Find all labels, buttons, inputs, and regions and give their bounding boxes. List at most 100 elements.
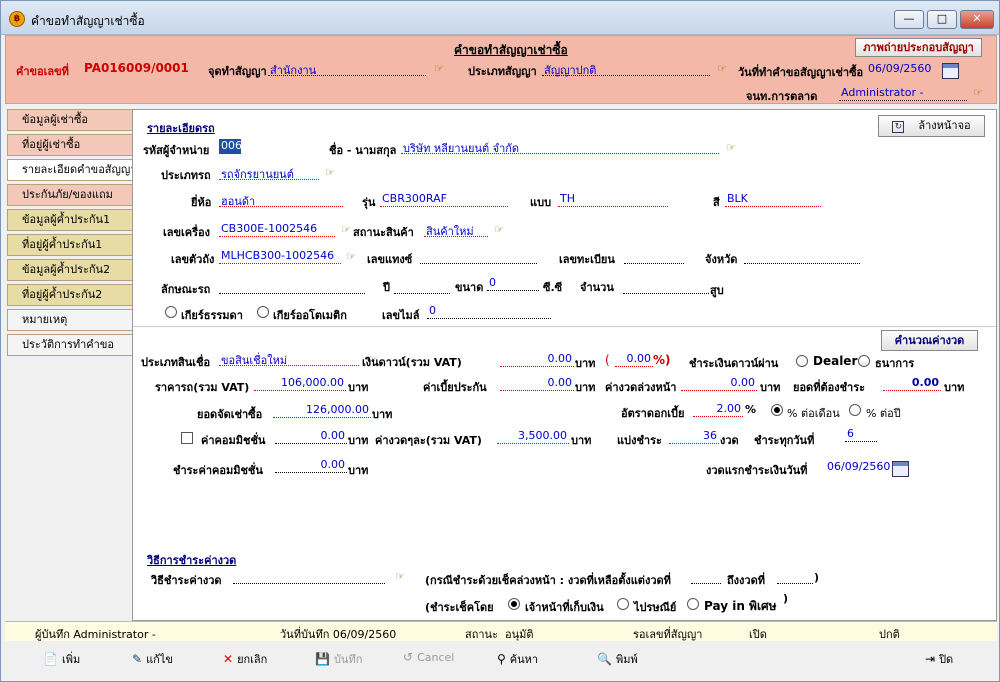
- mileage-label: เลขไมล์: [382, 309, 420, 322]
- cheque-officer-radio[interactable]: [508, 598, 520, 610]
- loan-type-field[interactable]: ขอสินเชื่อใหม่: [219, 351, 359, 367]
- tab-guarantor2-address[interactable]: ที่อยู่ผู้ค้ำประกัน2: [7, 284, 133, 306]
- add-button[interactable]: 📄เพิ่ม: [43, 650, 80, 668]
- mileage-field[interactable]: 0: [427, 304, 551, 319]
- lookup-hand-icon[interactable]: ☞: [717, 62, 727, 75]
- size-field[interactable]: 0: [487, 276, 539, 291]
- body-type-field[interactable]: [219, 279, 365, 294]
- pay-down-company-radio[interactable]: [858, 355, 870, 367]
- chassis-no-field[interactable]: MLHCB300-1002546: [219, 249, 341, 264]
- down-percent-field[interactable]: 0.00: [615, 352, 653, 367]
- cheque-by-label: (ชำระเช็คโดย: [425, 601, 494, 614]
- clear-screen-label: ล้างหน้าจอ: [918, 119, 971, 132]
- lookup-hand-icon[interactable]: ☞: [346, 250, 356, 263]
- due-amount-field[interactable]: 0.00: [883, 376, 941, 391]
- lookup-hand-icon[interactable]: ☞: [325, 166, 335, 179]
- minimize-button[interactable]: —: [894, 10, 924, 29]
- maximize-button[interactable]: □: [927, 10, 957, 29]
- cancel-button[interactable]: ↺Cancel: [403, 650, 454, 664]
- cancel-document-button[interactable]: ✕ยกเลิก: [223, 650, 267, 668]
- finance-amount-field[interactable]: 126,000.00: [273, 403, 371, 418]
- exit-button[interactable]: ⇥ปิด: [925, 650, 953, 668]
- year-field[interactable]: [394, 279, 450, 294]
- tab-request-details[interactable]: รายละเอียดคำขอสัญญา: [7, 159, 135, 181]
- car-type-field[interactable]: รถจักรยานยนต์: [219, 165, 319, 181]
- interest-yearly-label: % ต่อปี: [866, 407, 901, 420]
- cheque-to-field[interactable]: [777, 569, 813, 584]
- first-due-value[interactable]: 06/09/2560: [827, 460, 891, 473]
- red-x-icon: ✕: [223, 652, 234, 666]
- tab-guarantor2-info[interactable]: ข้อมูลผู้ค้ำประกัน2: [7, 259, 133, 281]
- calculate-installment-button[interactable]: คำนวณค่างวด: [881, 330, 978, 351]
- close-paren: ): [814, 571, 820, 584]
- search-button[interactable]: ⚲ค้นหา: [497, 650, 538, 668]
- dealer-name-field[interactable]: บริษัท หลียานยนต์ จำกัด: [401, 139, 719, 155]
- tab-guarantor1-address[interactable]: ที่อยู่ผู้ค้ำประกัน1: [7, 234, 133, 256]
- print-button[interactable]: 🔍พิมพ์: [597, 650, 638, 668]
- gear-manual-radio[interactable]: [165, 306, 177, 318]
- down-payment-label: เงินดาวน์(รวม VAT): [362, 356, 462, 369]
- down-percent-open: (: [605, 353, 610, 367]
- pay-commission-field[interactable]: 0.00: [275, 458, 347, 473]
- province-field[interactable]: [744, 249, 860, 264]
- pay-down-dealer-radio[interactable]: [796, 355, 808, 367]
- lookup-hand-icon[interactable]: ☞: [368, 353, 378, 366]
- calendar-icon[interactable]: [942, 63, 959, 79]
- commission-field[interactable]: 0.00: [275, 429, 347, 444]
- contract-type-field[interactable]: สัญญาปกติ: [542, 61, 710, 77]
- interest-monthly-label: % ต่อเดือน: [787, 407, 840, 420]
- tab-history[interactable]: ประวัติการทำคำขอ: [7, 334, 133, 356]
- lookup-hand-icon[interactable]: ☞: [973, 86, 983, 99]
- tank-no-label: เลขแทงซ์: [367, 253, 413, 266]
- gear-auto-radio[interactable]: [257, 306, 269, 318]
- marketing-officer-field[interactable]: Administrator -: [839, 86, 967, 101]
- tab-notes[interactable]: หมายเหตุ: [7, 309, 133, 331]
- interest-monthly-radio[interactable]: [771, 404, 783, 416]
- contract-point-field[interactable]: สำนักงาน: [268, 61, 426, 77]
- dealer-code-field[interactable]: 006: [219, 139, 242, 154]
- count-field[interactable]: [623, 279, 709, 294]
- car-price-field[interactable]: 106,000.00: [254, 376, 346, 391]
- advance-field[interactable]: 0.00: [681, 376, 757, 391]
- lookup-hand-icon[interactable]: ☞: [494, 223, 504, 236]
- clear-screen-button[interactable]: ↻ล้างหน้าจอ: [878, 115, 985, 137]
- tab-hirer-address[interactable]: ที่อยู่ผู้เช่าซื้อ: [7, 134, 133, 156]
- pay-day-field[interactable]: 6: [845, 427, 877, 442]
- app-logo-icon: ฿: [9, 11, 25, 27]
- close-button[interactable]: ✕: [960, 10, 994, 29]
- lookup-hand-icon[interactable]: ☞: [341, 223, 351, 236]
- style-field[interactable]: TH: [558, 192, 668, 207]
- payment-method-field[interactable]: [233, 569, 385, 584]
- edit-button[interactable]: ✎แก้ไข: [132, 650, 173, 668]
- installment-field[interactable]: 3,500.00: [497, 429, 569, 444]
- terms-field[interactable]: 36: [669, 429, 719, 444]
- cheque-post-radio[interactable]: [617, 598, 629, 610]
- request-date-value[interactable]: 06/09/2560: [868, 62, 932, 75]
- cheque-from-field[interactable]: [691, 569, 721, 584]
- tab-insurance-gift[interactable]: ประกันภัย/ของแถม: [7, 184, 133, 206]
- reg-no-field[interactable]: [624, 249, 684, 264]
- photo-attachment-button[interactable]: ภาพถ่ายประกอบสัญญา: [855, 38, 982, 57]
- tab-hirer-info[interactable]: ข้อมูลผู้เช่าซื้อ: [7, 109, 133, 131]
- interest-yearly-radio[interactable]: [849, 404, 861, 416]
- cheque-payin-radio[interactable]: [687, 598, 699, 610]
- tank-no-field[interactable]: [420, 249, 537, 264]
- lookup-hand-icon[interactable]: ☞: [395, 570, 405, 583]
- save-button[interactable]: 💾บันทึก: [315, 650, 362, 668]
- interest-field[interactable]: 2.00: [693, 402, 743, 417]
- color-field[interactable]: BLK: [725, 192, 821, 207]
- tab-guarantor1-info[interactable]: ข้อมูลผู้ค้ำประกัน1: [7, 209, 133, 231]
- dealer-name-label: ชื่อ - นามสกุล: [329, 144, 397, 157]
- model-field[interactable]: CBR300RAF: [380, 192, 508, 207]
- brand-field[interactable]: ฮอนด้า: [219, 192, 343, 208]
- print-label: พิมพ์: [615, 653, 638, 666]
- lookup-hand-icon[interactable]: ☞: [434, 62, 444, 75]
- state-value: อนุมัติ: [505, 628, 534, 641]
- commission-checkbox[interactable]: [181, 432, 193, 444]
- engine-no-field[interactable]: CB300E-1002546: [219, 222, 335, 237]
- insurance-field[interactable]: 0.00: [500, 376, 574, 391]
- calendar-icon[interactable]: [892, 461, 909, 477]
- condition-field[interactable]: สินค้าใหม่: [424, 222, 488, 238]
- lookup-hand-icon[interactable]: ☞: [726, 141, 736, 154]
- down-payment-field[interactable]: 0.00: [500, 352, 574, 367]
